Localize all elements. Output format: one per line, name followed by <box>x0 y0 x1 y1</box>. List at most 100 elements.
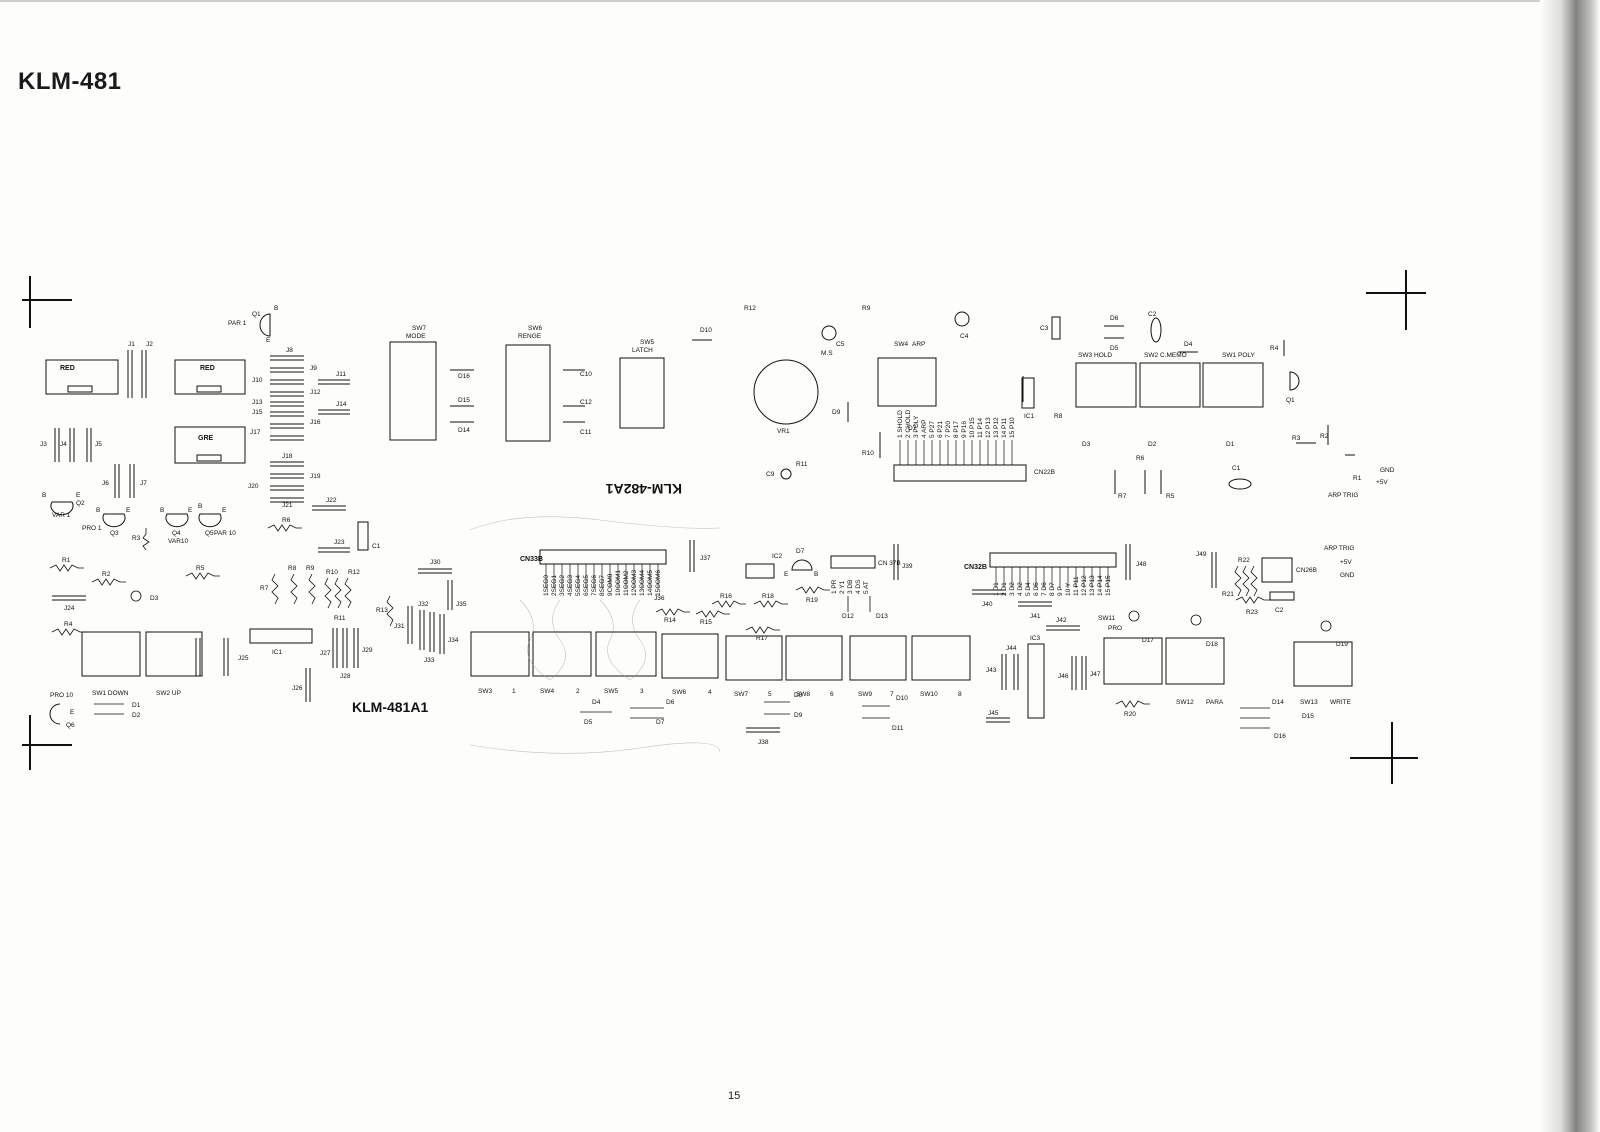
jumper-label: J36 <box>654 595 665 602</box>
jumper-label: J17 <box>250 429 261 436</box>
jumper-label: J5 <box>95 441 102 448</box>
board-481: KLM-481A1 CN33B CN32B CN 37B CN26B RED R… <box>40 305 1355 754</box>
q1-pin: B <box>274 305 278 312</box>
d10-482-label: D10 <box>700 327 712 334</box>
cn37b-label: CN 37B <box>878 560 901 567</box>
resistor-label: R22 <box>1238 557 1250 564</box>
switch-sw1 <box>81 631 141 677</box>
switch-sw2 <box>1139 362 1201 408</box>
switch-sw9 <box>849 635 907 681</box>
sw5-label: SW5 <box>604 688 618 695</box>
gnd-482-label: GND <box>1380 467 1395 474</box>
diode-label: D15 <box>1302 713 1314 720</box>
transistor-q4 <box>165 513 189 528</box>
cn33b-pin: 8SEG7 <box>599 575 606 596</box>
diode-label: D5 <box>584 719 593 726</box>
ic2-label: IC2 <box>772 553 783 560</box>
d6-482-label: D6 <box>1110 315 1119 322</box>
resistor-label: R21 <box>1222 591 1234 598</box>
connector-cn33b <box>539 549 667 565</box>
switch-sw6 <box>661 633 719 679</box>
jumper-label: J26 <box>292 685 303 692</box>
cn32b-pin: 4 D2 <box>1017 582 1024 596</box>
q4-label: Q4 <box>172 530 181 537</box>
ic2-481 <box>745 563 775 579</box>
q4-pin: B <box>160 507 164 514</box>
cn22b-pin: 2 CHOLD <box>905 410 912 438</box>
r4-482-label: R4 <box>1270 345 1279 352</box>
registration-mark <box>22 276 72 328</box>
resistor-label: R23 <box>1246 609 1258 616</box>
cn33b-label: CN33B <box>520 556 543 563</box>
sw5-sub: LATCH <box>632 347 653 354</box>
diode-label: D17 <box>1142 637 1154 644</box>
c1-482-label: C1 <box>1232 465 1241 472</box>
c2-label: C2 <box>1275 607 1284 614</box>
jumper-label: J8 <box>286 347 293 354</box>
switch-sw12 <box>1165 637 1225 685</box>
q6-label: Q6 <box>66 722 75 729</box>
cn32b-pin: 11 P11 <box>1073 576 1080 596</box>
pot-vr1 <box>753 359 819 425</box>
cn22b-pin: 15 P10 <box>1009 417 1016 438</box>
sw7-num: 5 <box>768 691 772 698</box>
arp-trig-481-label: ARP TRIG <box>1324 545 1354 552</box>
jumper-label: J20 <box>248 483 259 490</box>
cn37b-pin: 5 AT <box>863 581 870 594</box>
diode-label: D6 <box>666 699 675 706</box>
cn22b-pin: 14 P11 <box>1001 417 1008 438</box>
transistor-q6 <box>49 703 61 725</box>
d4-482-label: D4 <box>1184 341 1193 348</box>
transistor-q3 <box>102 513 126 528</box>
jumper-label: J14 <box>336 401 347 408</box>
cn33b-pin: 10COM1 <box>615 570 622 596</box>
jumper-label: J10 <box>252 377 263 384</box>
q6-pin: E <box>70 709 75 716</box>
cn33b-pin: 4SEG3 <box>567 575 574 596</box>
sw4-num: 2 <box>576 688 580 695</box>
cn22b-pin: 4 ARP <box>921 420 928 438</box>
switch-sw2 <box>145 631 203 677</box>
jumper-label: J28 <box>340 673 351 680</box>
cap-c4 <box>954 311 970 327</box>
cn32b-pin: 9 P <box>1057 586 1064 596</box>
jumper-label: J44 <box>1006 645 1017 652</box>
c3-482-label: C3 <box>1040 325 1049 332</box>
ic1-label: IC1 <box>272 649 283 656</box>
c10-482-label: C10 <box>580 371 592 378</box>
cn22b-pin: 11 P14 <box>977 417 984 438</box>
jumper-label: J1 <box>128 341 135 348</box>
jumper-label: J29 <box>362 647 373 654</box>
cn22b-pin: 7 P20 <box>945 421 952 438</box>
switch-sw10 <box>911 635 971 681</box>
diode-label: D4 <box>592 699 601 706</box>
registration-marks <box>22 270 1426 784</box>
diode-label: D7 <box>656 719 665 726</box>
jumper-label: J49 <box>1196 551 1207 558</box>
r7-482-label: R7 <box>1118 493 1127 500</box>
switch-sw7 <box>725 635 783 681</box>
sw2-sub: C.MEMO <box>1160 352 1187 359</box>
sw2-label: SW2 UP <box>156 690 181 697</box>
led-label: RED <box>60 365 75 372</box>
cn32b-pin: 1 D1 <box>993 582 1000 596</box>
resistor-label: R17 <box>756 635 768 642</box>
resistor-label: R5 <box>196 565 205 572</box>
jumper-label: J24 <box>64 605 75 612</box>
transistor-q5 <box>198 513 222 528</box>
sw12-num: PARA <box>1206 699 1224 706</box>
sw2-label: SW2 <box>1144 352 1158 359</box>
switch-sw5 <box>619 357 665 429</box>
sw3-num: 1 <box>512 688 516 695</box>
diode-label: D18 <box>1206 641 1218 648</box>
jumper-label: J12 <box>310 389 321 396</box>
diode-label: D13 <box>876 613 888 620</box>
jumper-label: J16 <box>310 419 321 426</box>
sw3-label: SW3 <box>1078 352 1092 359</box>
cn22b-pin: 6 P21 <box>937 421 944 438</box>
q5-pin: E <box>222 507 227 514</box>
q3-sub: PRO 1 <box>82 525 102 532</box>
transistor-q1 <box>259 313 271 337</box>
jumper-label: J47 <box>1090 671 1101 678</box>
jumper-label: J4 <box>60 441 67 448</box>
